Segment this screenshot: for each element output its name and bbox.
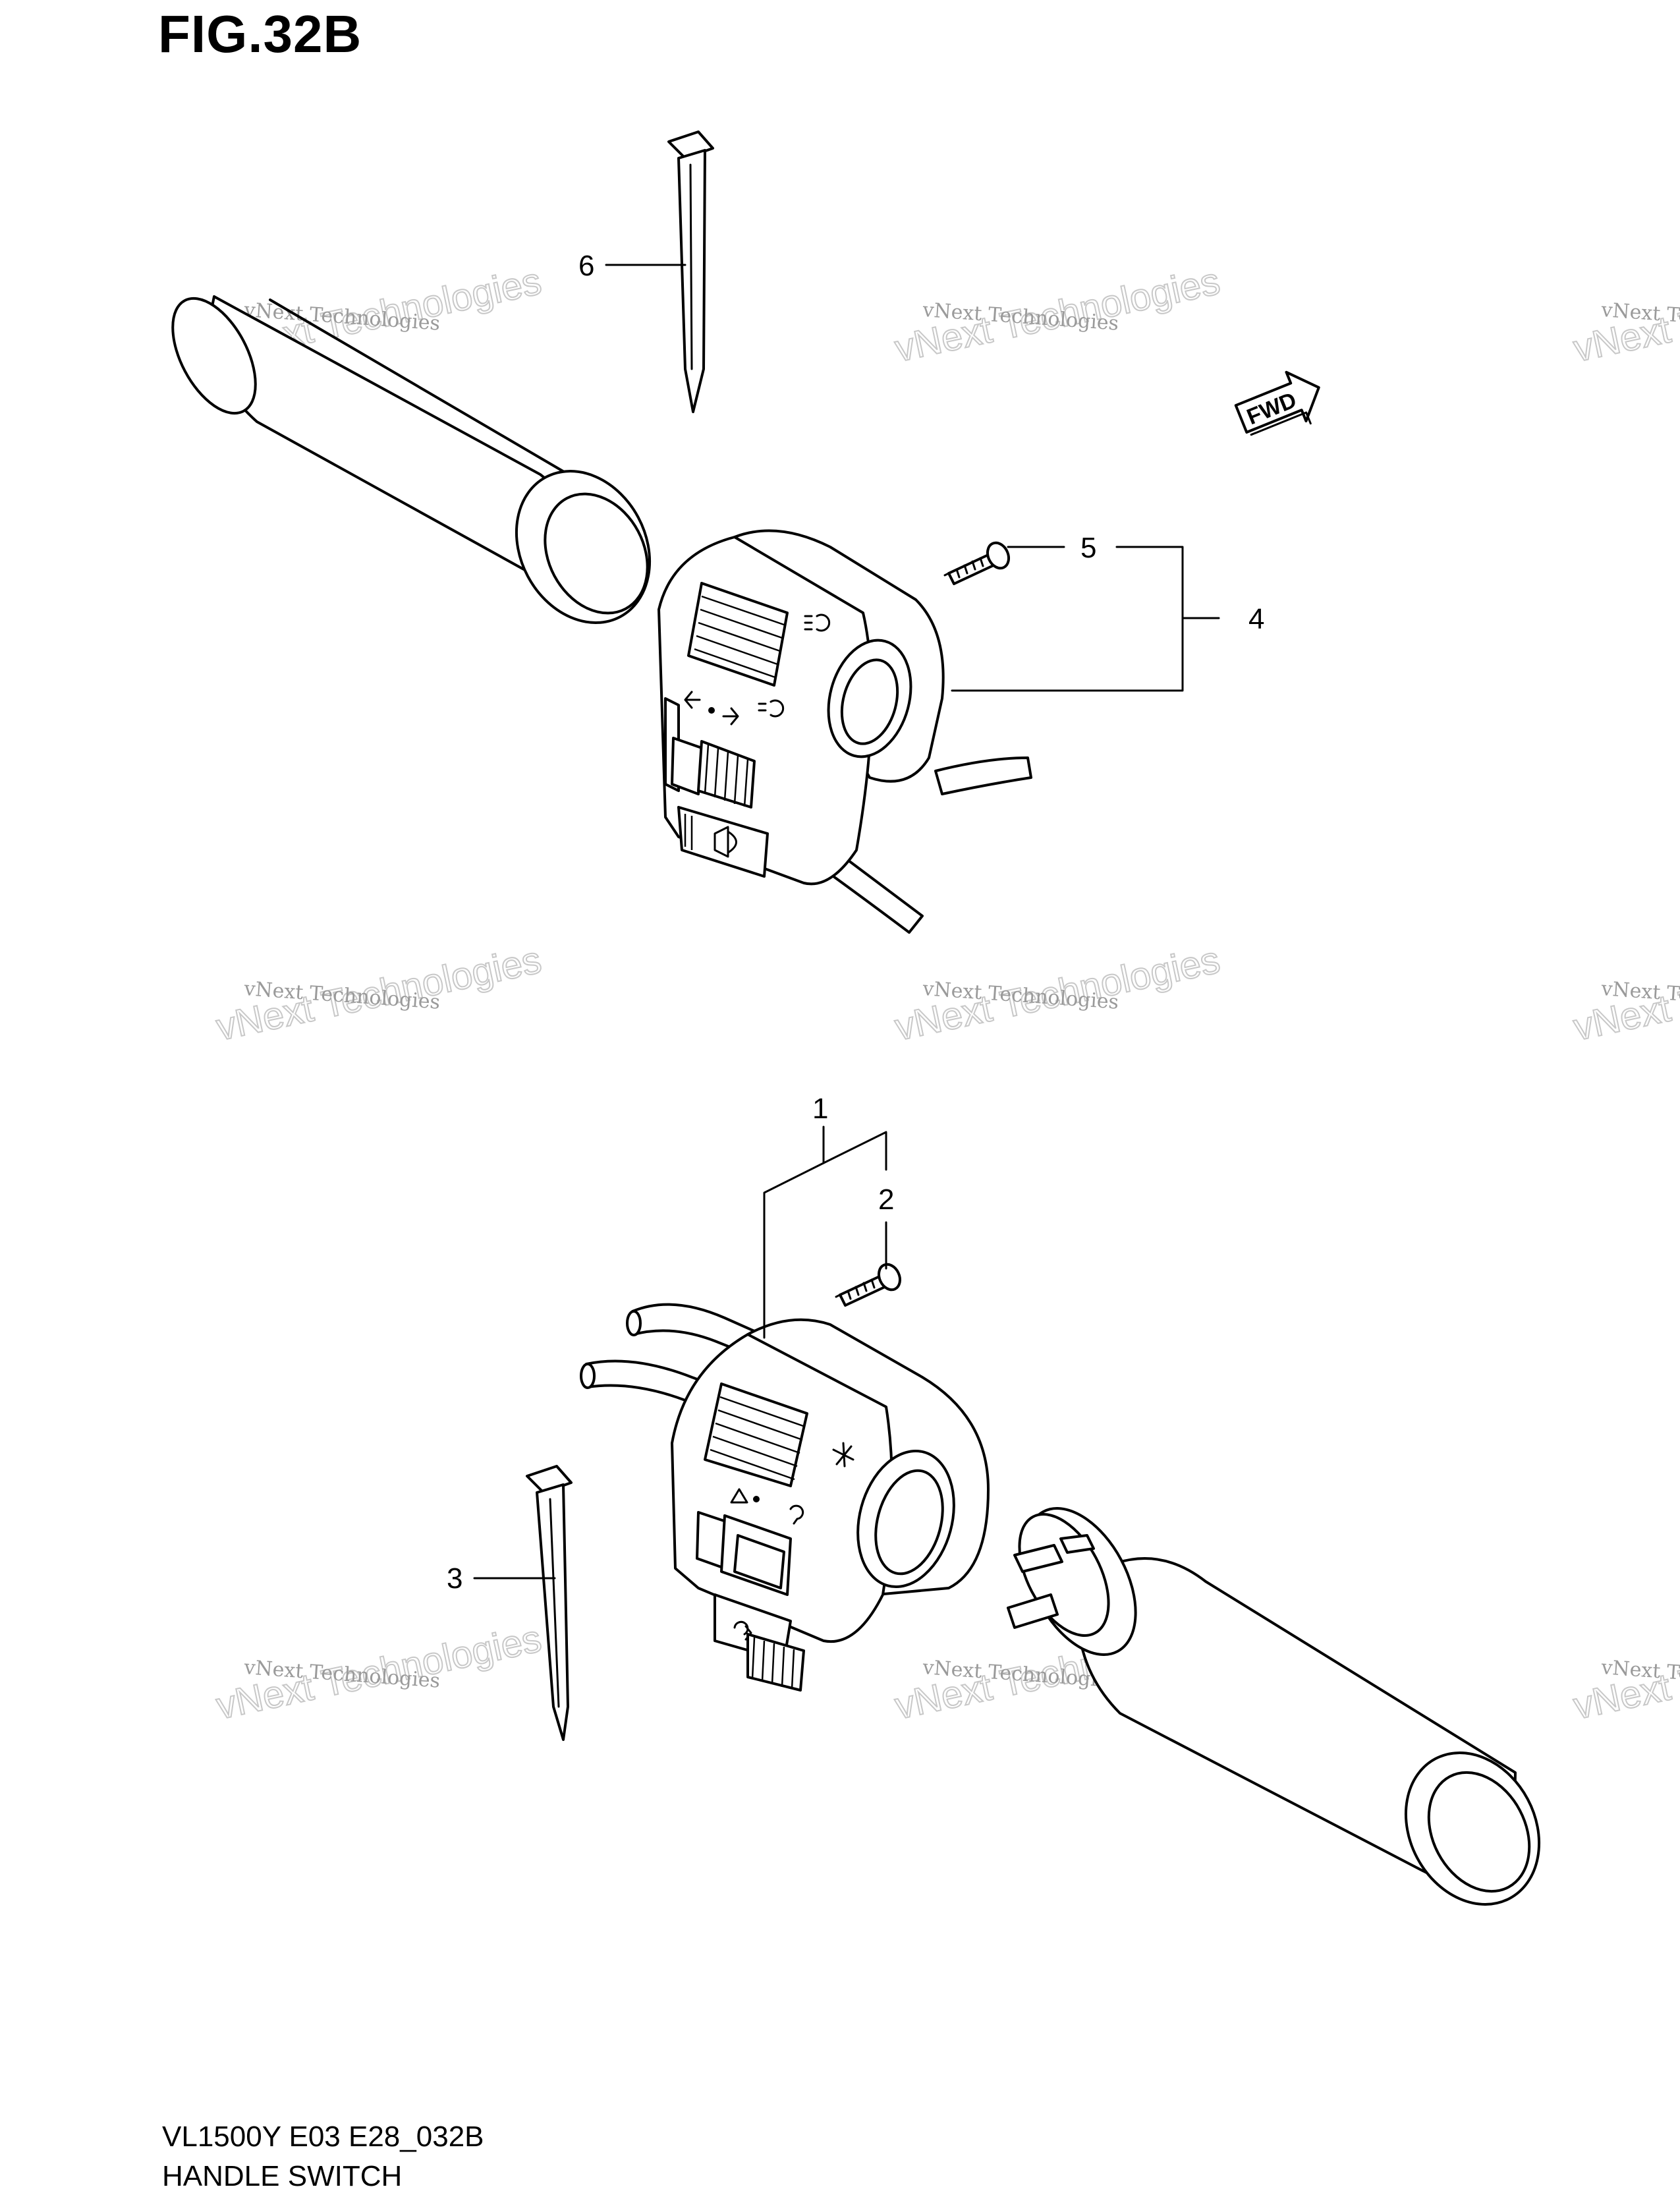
watermark: vNext Technologies vNext Technologies <box>891 938 1224 1050</box>
callout-2: 2 <box>878 1183 894 1216</box>
watermark: vNext Technologies vNext Technologies <box>212 938 546 1050</box>
left-handle-switch <box>580 1303 990 1692</box>
forward-arrow-icon <box>1234 370 1320 434</box>
callout-1: 1 <box>812 1093 828 1125</box>
section-name: HANDLE SWITCH <box>162 2160 403 2192</box>
watermark: vNext Technologies vNext Technologies <box>1569 259 1680 371</box>
callout-3: 3 <box>447 1562 462 1595</box>
watermark: vNext Technologies vNext Technologies <box>1569 1616 1680 1728</box>
left-grip <box>1007 1507 1541 1906</box>
callout-5: 5 <box>1080 532 1096 564</box>
callout-leaders <box>473 264 1220 1580</box>
left-switch-screw <box>835 1263 902 1307</box>
left-cable-tie <box>526 1465 573 1741</box>
callout-4: 4 <box>1248 603 1264 635</box>
model-code: VL1500Y E03 E28_032B <box>162 2121 484 2153</box>
watermark: vNext Technologies vNext Technologies <box>212 1616 546 1728</box>
watermark: vNext Technologies vNext Technologies <box>1569 938 1680 1050</box>
right-switch-screw <box>943 541 1011 585</box>
callout-numbers: 1 2 3 4 5 6 <box>447 250 1264 1595</box>
fwd-direction-badge: FWD <box>1234 370 1320 436</box>
right-handle-switch <box>658 529 1032 934</box>
right-cable-tie <box>667 130 714 413</box>
figure-title: FIG.32B <box>158 5 362 63</box>
right-grip <box>171 295 652 624</box>
callout-6: 6 <box>578 250 594 282</box>
watermark: vNext Technologies vNext Technologies <box>891 259 1224 371</box>
